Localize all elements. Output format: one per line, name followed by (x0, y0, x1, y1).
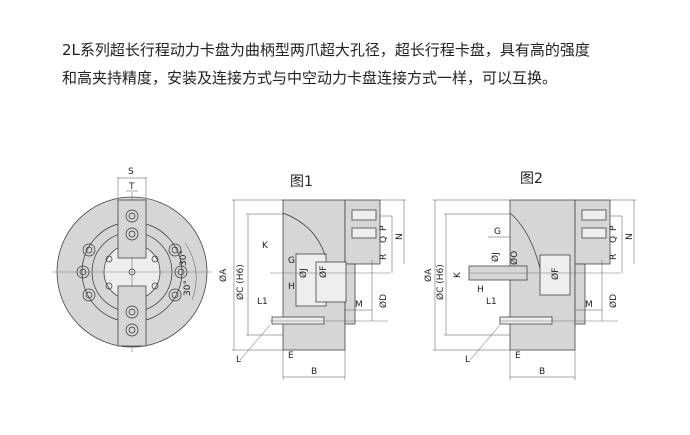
description-line-1: 2L系列超长行程动力卡盘为曲柄型两爪超大孔径，超长行程卡盘，具有高的强度 (62, 41, 590, 59)
fig2-dim-H: H (477, 285, 484, 295)
fig1-dim-B: B (311, 367, 317, 377)
fig2-dim-L1: L1 (486, 297, 497, 307)
fig2-dim-L: L (465, 355, 470, 365)
fig2-dim-G: G (494, 227, 501, 237)
fig1-dim-A: ØA (218, 268, 229, 282)
fig2-dim-C: ØC (H6) (435, 264, 446, 300)
fig2-dim-K: K (453, 271, 463, 278)
fig2-dim-P: P (609, 225, 619, 231)
dimension-T: T (128, 182, 135, 192)
fig1-dim-H: H (288, 282, 295, 292)
fig1-dim-J: ØJ (298, 268, 309, 278)
dimension-S: S (128, 167, 134, 177)
fig2-dim-A: ØA (423, 268, 434, 282)
fig1-dim-M: M (355, 300, 363, 310)
description-text: 2L系列超长行程动力卡盘为曲柄型两爪超大孔径，超长行程卡盘，具有高的强度 和高夹… (62, 36, 662, 92)
fig2-dim-R: R (609, 254, 619, 260)
fig2-dim-F: ØF (550, 268, 561, 280)
fig1-dim-P: P (379, 225, 389, 231)
fig2-dim-E: E (515, 351, 521, 361)
fig2-dim-Q: Q (609, 236, 619, 243)
fig2-dim-O: ØO (509, 251, 520, 265)
fig1-dim-K: K (262, 241, 269, 251)
fig1-dim-R: R (379, 254, 389, 260)
fig1-dim-C: ØC (H6) (235, 264, 246, 300)
fig1-dim-G: G (288, 256, 295, 266)
figure-1-title: 图1 (290, 174, 313, 190)
front-view-drawing: S T 30° 30° (52, 167, 212, 352)
fig1-dim-D: ØD (378, 294, 389, 308)
description-line-2: 和高夹持精度，安装及连接方式与中空动力卡盘连接方式一样，可以互换。 (62, 69, 558, 87)
fig1-dim-N: N (395, 233, 405, 240)
fig2-dim-M: M (585, 300, 593, 310)
fig1-dim-L1: L1 (257, 297, 268, 307)
fig1-dim-L: L (236, 355, 241, 365)
fig1-dim-E: E (288, 351, 294, 361)
figure-2-drawing: 图2 ØA ØC (H6) K G H ØJ ØO ØF (423, 171, 636, 380)
fig1-dim-F: ØF (318, 266, 329, 278)
angle-label-2: 30° (183, 280, 193, 296)
angle-label-1: 30° (179, 250, 189, 266)
fig2-dim-J: ØJ (490, 252, 501, 262)
fig2-dim-N: N (625, 233, 635, 240)
figure-1-drawing: 图1 ØA ØC (H6) K G H ØJ ØF L1 (218, 174, 406, 380)
fig1-dim-Q: Q (379, 236, 389, 243)
fig2-dim-B: B (539, 367, 545, 377)
fig2-dim-D: ØD (608, 294, 619, 308)
figure-2-title: 图2 (520, 171, 543, 187)
